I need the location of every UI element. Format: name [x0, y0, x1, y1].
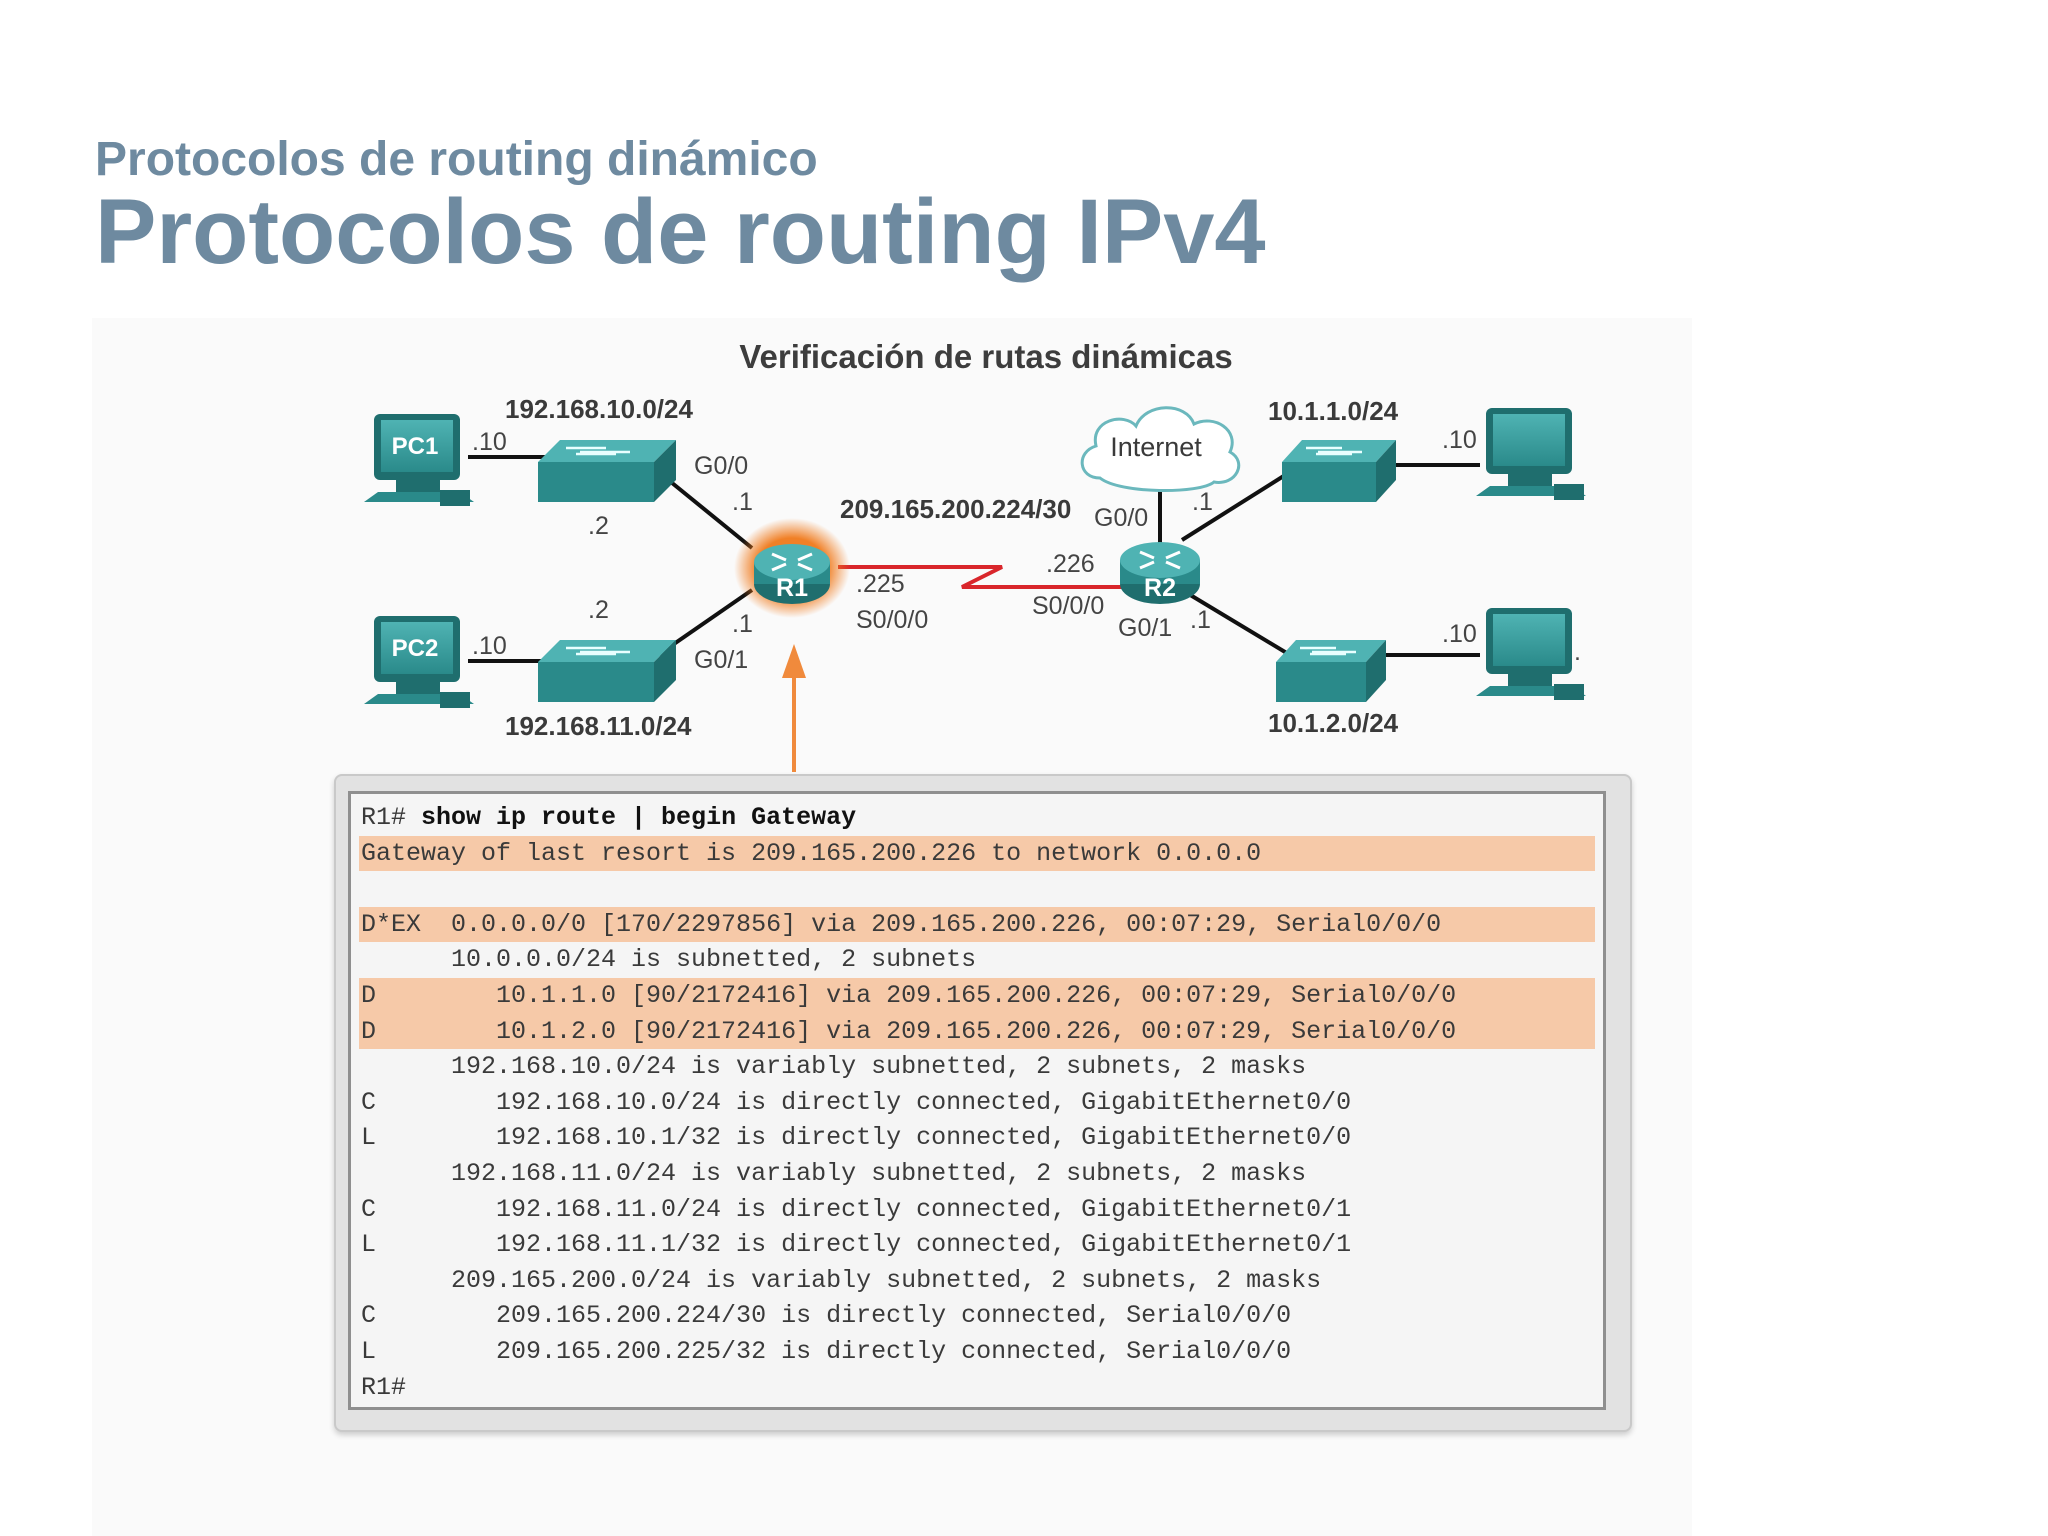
- cloud-icon: [1080, 406, 1241, 492]
- r1-g00-label: G0/0: [694, 452, 748, 480]
- pc4: [1476, 608, 1586, 700]
- r2-s000-host-label: .226: [1046, 550, 1095, 578]
- r2-g01-host-label: .1: [1190, 606, 1211, 634]
- r1-g00-host-label: .1: [732, 488, 753, 516]
- terminal-line: L 192.168.11.1/32 is directly connected,…: [361, 1230, 1352, 1260]
- terminal-line: C 209.165.200.224/30 is directly connect…: [361, 1301, 1292, 1331]
- r1-s000-label: S0/0/0: [856, 606, 928, 634]
- arrow-to-r1: [782, 644, 806, 772]
- terminal-line-highlighted: D 10.1.2.0 [90/2172416] via 209.165.200.…: [359, 1013, 1595, 1050]
- r2-g01-label: G0/1: [1118, 614, 1172, 642]
- terminal-line: 192.168.11.0/24 is variably subnetted, 2…: [361, 1158, 1307, 1188]
- r1-g01-label: G0/1: [694, 646, 748, 674]
- switch-3: [1282, 440, 1396, 502]
- net-label-10-1-1: 10.1.1.0/24: [1268, 396, 1399, 426]
- diagram-title: Verificación de rutas dinámicas: [739, 338, 1232, 375]
- net-label-serial: 209.165.200.224/30: [840, 494, 1071, 524]
- slide-subtitle: Protocolos de routing dinámico: [95, 133, 818, 186]
- switch-icon: [1282, 440, 1396, 502]
- r1-label: R1: [776, 574, 808, 602]
- pc1: PC1: [364, 414, 474, 506]
- net-label-10-1-2: 10.1.2.0/24: [1268, 708, 1399, 738]
- switch-icon: [538, 440, 676, 502]
- terminal-line: 209.165.200.0/24 is variably subnetted, …: [361, 1265, 1322, 1295]
- serial-link: [838, 565, 1122, 589]
- switch-icon: [1276, 640, 1386, 702]
- terminal-lines: Gateway of last resort is 209.165.200.22…: [359, 835, 1595, 1406]
- router-r1: R1: [734, 518, 850, 618]
- sw1-host-label: .2: [588, 512, 609, 540]
- terminal-line: C 192.168.10.0/24 is directly connected,…: [361, 1087, 1352, 1117]
- slide-title: Protocolos de routing IPv4: [95, 181, 1266, 283]
- computer-icon: [1476, 608, 1586, 700]
- r1-s000-host-label: .225: [856, 570, 905, 598]
- r2-label: R2: [1144, 574, 1176, 602]
- r1-g01-host-label: .1: [732, 610, 753, 638]
- router-r2: R2: [1120, 542, 1200, 604]
- switch-4: [1276, 640, 1386, 702]
- terminal-output: R1# show ip route | begin Gateway Gatewa…: [348, 791, 1606, 1410]
- terminal-line-highlighted: Gateway of last resort is 209.165.200.22…: [359, 835, 1595, 872]
- r2-g00-host-label: .1: [1192, 488, 1213, 516]
- r2-g00-label: G0/0: [1094, 504, 1148, 532]
- r2-s000-label: S0/0/0: [1032, 592, 1104, 620]
- terminal-line: R1#: [361, 1372, 407, 1402]
- switch-icon: [538, 640, 676, 702]
- terminal-line: [359, 871, 1595, 907]
- computer-icon: [364, 616, 474, 708]
- terminal-line-highlighted: D 10.1.1.0 [90/2172416] via 209.165.200.…: [359, 977, 1595, 1014]
- sw2-host-label: .2: [588, 596, 609, 624]
- internet-label: Internet: [1110, 432, 1202, 462]
- link-r2-sw4: [1180, 588, 1292, 657]
- link-r2-sw3: [1180, 470, 1292, 542]
- internet-cloud: Internet: [1080, 406, 1241, 492]
- switch-2: [538, 640, 676, 702]
- terminal-line-highlighted: D*EX 0.0.0.0/0 [170/2297856] via 209.165…: [359, 906, 1595, 943]
- net-label-192-168-10: 192.168.10.0/24: [505, 394, 693, 424]
- terminal-prompt: R1#: [361, 803, 407, 832]
- router-icon: [754, 544, 830, 604]
- pc2-label: PC2: [392, 635, 439, 662]
- terminal-command: show ip route | begin Gateway: [406, 803, 857, 832]
- computer-icon: [364, 414, 474, 506]
- router-icon: [1120, 542, 1200, 604]
- terminal-line: C 192.168.11.0/24 is directly connected,…: [361, 1194, 1352, 1224]
- computer-icon: [1476, 408, 1586, 500]
- terminal-command-line: R1# show ip route | begin Gateway: [359, 800, 1595, 836]
- switch-1: [538, 440, 676, 502]
- terminal-line: L 209.165.200.225/32 is directly connect…: [361, 1336, 1292, 1366]
- terminal-line: 10.0.0.0/24 is subnetted, 2 subnets: [361, 945, 977, 975]
- pc2: PC2: [364, 616, 474, 708]
- pc1-label: PC1: [392, 433, 439, 460]
- stray-dot: .: [1574, 638, 1581, 666]
- pc1-host-label: .10: [472, 428, 507, 456]
- net-label-192-168-11: 192.168.11.0/24: [505, 711, 692, 741]
- terminal-line: 192.168.10.0/24 is variably subnetted, 2…: [361, 1052, 1307, 1082]
- pc2-host-label: .10: [472, 632, 507, 660]
- pc3: [1476, 408, 1586, 500]
- pc4-host-label: .10: [1442, 620, 1477, 648]
- pc3-host-label: .10: [1442, 426, 1477, 454]
- terminal-line: L 192.168.10.1/32 is directly connected,…: [361, 1123, 1352, 1153]
